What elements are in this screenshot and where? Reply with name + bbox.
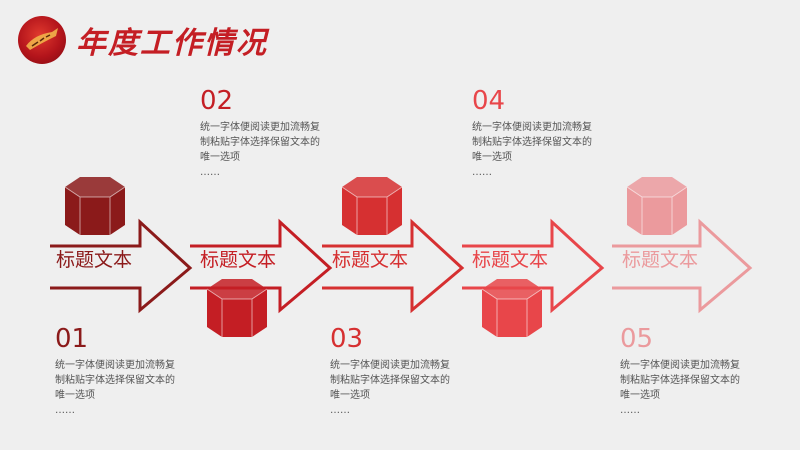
step-number-2: 02 (200, 86, 234, 116)
cube-2 (206, 279, 268, 337)
step-label-3: 标题文本 (332, 249, 409, 271)
arrow-2 (190, 218, 333, 314)
step-label-5: 标题文本 (622, 249, 699, 271)
step-desc-text-3: 统一字体便阅读更加流畅复制粘贴字体选择保留文本的唯一选项 (330, 360, 450, 401)
cube-3 (341, 177, 403, 235)
cube-1 (64, 177, 126, 235)
step-desc-text-1: 统一字体便阅读更加流畅复制粘贴字体选择保留文本的唯一选项 (55, 360, 175, 401)
step-desc-3: 统一字体便阅读更加流畅复制粘贴字体选择保留文本的唯一选项 …… (330, 358, 450, 418)
arrow-5 (612, 218, 753, 314)
step-desc-5: 统一字体便阅读更加流畅复制粘贴字体选择保留文本的唯一选项 …… (620, 358, 740, 418)
step-desc-1: 统一字体便阅读更加流畅复制粘贴字体选择保留文本的唯一选项 …… (55, 358, 175, 418)
step-desc-ellipsis-2: …… (200, 167, 220, 178)
cube-5 (626, 177, 688, 235)
step-number-3: 03 (330, 324, 364, 354)
tiger-emblem-icon (18, 16, 66, 64)
step-number-1: 01 (55, 324, 89, 354)
cube-4 (481, 279, 543, 337)
arrow-4 (462, 218, 605, 314)
step-desc-ellipsis-1: …… (55, 405, 75, 416)
step-number-5: 05 (620, 324, 654, 354)
step-label-4: 标题文本 (472, 249, 549, 271)
step-number-4: 04 (472, 86, 506, 116)
step-desc-ellipsis-5: …… (620, 405, 640, 416)
arrow-1 (50, 218, 193, 314)
step-desc-ellipsis-4: …… (472, 167, 492, 178)
step-desc-text-5: 统一字体便阅读更加流畅复制粘贴字体选择保留文本的唯一选项 (620, 360, 740, 401)
arrow-3 (322, 218, 465, 314)
page-title: 年度工作情况 (76, 26, 268, 61)
step-desc-2: 统一字体便阅读更加流畅复制粘贴字体选择保留文本的唯一选项 …… (200, 120, 320, 180)
step-desc-ellipsis-3: …… (330, 405, 350, 416)
step-desc-text-2: 统一字体便阅读更加流畅复制粘贴字体选择保留文本的唯一选项 (200, 122, 320, 163)
step-desc-text-4: 统一字体便阅读更加流畅复制粘贴字体选择保留文本的唯一选项 (472, 122, 592, 163)
step-desc-4: 统一字体便阅读更加流畅复制粘贴字体选择保留文本的唯一选项 …… (472, 120, 592, 180)
step-label-2: 标题文本 (200, 249, 277, 271)
step-label-1: 标题文本 (56, 249, 133, 271)
